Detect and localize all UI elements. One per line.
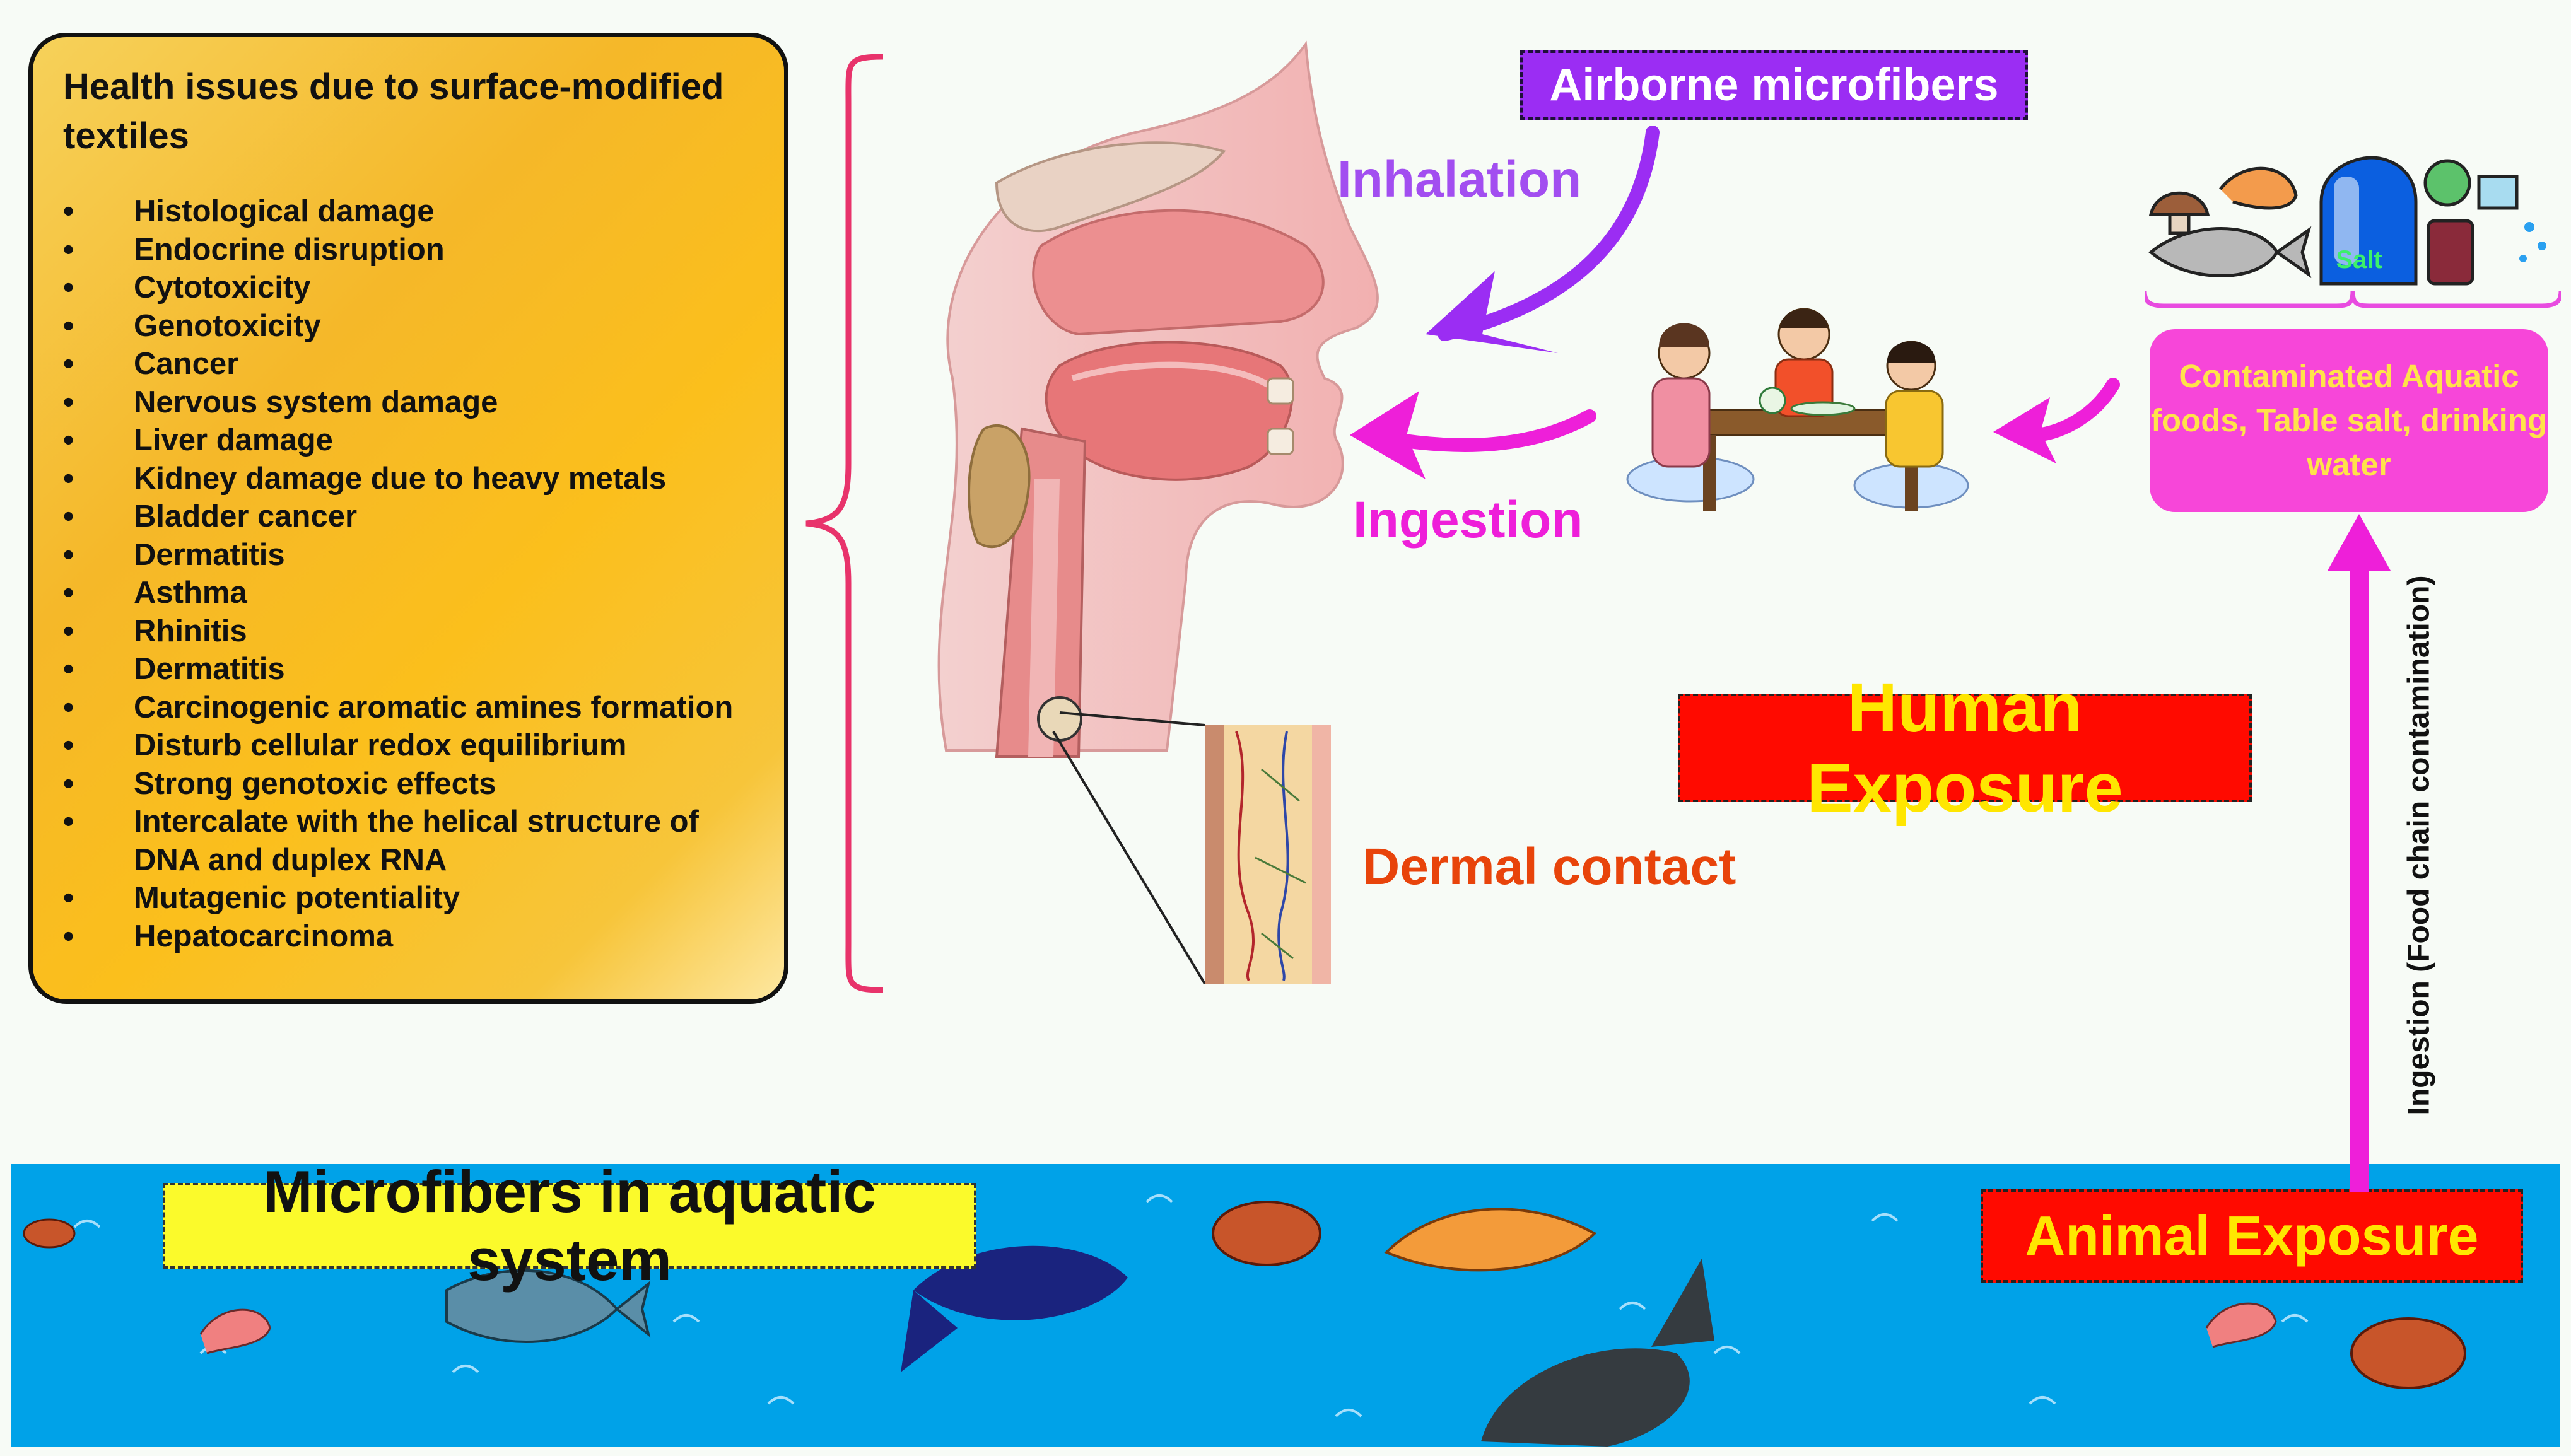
health-issue-item: Rhinitis	[63, 612, 759, 651]
health-issue-item: Cytotoxicity	[63, 269, 759, 307]
family-dining-illustration	[1626, 308, 1969, 511]
health-issue-item: Endocrine disruption	[63, 231, 759, 269]
health-issue-item: Asthma	[63, 574, 759, 612]
health-issue-item: Dermatitis	[63, 536, 759, 574]
animal-exposure-label: Animal Exposure	[1981, 1189, 2523, 1283]
health-issue-item: Bladder cancer	[63, 498, 759, 536]
health-issue-item: Kidney damage due to heavy metals	[63, 460, 759, 498]
contaminated-foods-box: Contaminated Aquatic foods, Table salt, …	[2150, 329, 2548, 512]
health-issue-item: Dermatitis	[63, 650, 759, 689]
airborne-microfibers-label: Airborne microfibers	[1520, 50, 2028, 120]
health-issue-item: Intercalate with the helical structure o…	[63, 803, 759, 879]
salt-text: Salt	[2336, 246, 2382, 274]
ingestion-arrow	[1350, 391, 1596, 479]
head-anatomy-illustration	[937, 40, 1379, 758]
food-chain-label: Ingestion (Food chain contamination)	[2391, 568, 2447, 1122]
inhalation-arrow	[1426, 126, 1660, 353]
health-issue-item: Histological damage	[63, 192, 759, 231]
health-issue-item: Genotoxicity	[63, 307, 759, 346]
health-issue-item: Cancer	[63, 345, 759, 383]
inhalation-label: Inhalation	[1337, 151, 1582, 208]
skin-cross-section	[1052, 711, 1331, 985]
health-issue-item: Strong genotoxic effects	[63, 765, 759, 803]
ingestion-label: Ingestion	[1353, 491, 1583, 549]
health-issue-item: Mutagenic potentiality	[63, 879, 759, 917]
health-issues-list: Histological damageEndocrine disruptionC…	[63, 192, 759, 955]
food-chain-arrow	[2328, 514, 2391, 1192]
food-chain-label-text: Ingestion (Food chain contamination)	[2402, 575, 2436, 1115]
health-issue-item: Hepatocarcinoma	[63, 917, 759, 956]
health-issue-item: Carcinogenic aromatic amines formation	[63, 689, 759, 727]
contamination-to-family-arrow	[1993, 378, 2120, 463]
health-issue-item: Nervous system damage	[63, 383, 759, 422]
health-issues-box: Health issues due to surface-modified te…	[28, 33, 788, 1004]
health-issue-item: Disturb cellular redox equilibrium	[63, 726, 759, 765]
water-ripples	[23, 1194, 2466, 1447]
bracket	[805, 54, 884, 993]
dermal-contact-label: Dermal contact	[1362, 838, 1736, 895]
health-issues-title: Health issues due to surface-modified te…	[63, 66, 724, 156]
human-exposure-label: Human Exposure	[1678, 669, 2252, 827]
food-icons-group	[2145, 156, 2561, 308]
health-issue-item: Liver damage	[63, 421, 759, 460]
microfibers-aquatic-label: Microfibers in aquatic system	[163, 1158, 976, 1293]
